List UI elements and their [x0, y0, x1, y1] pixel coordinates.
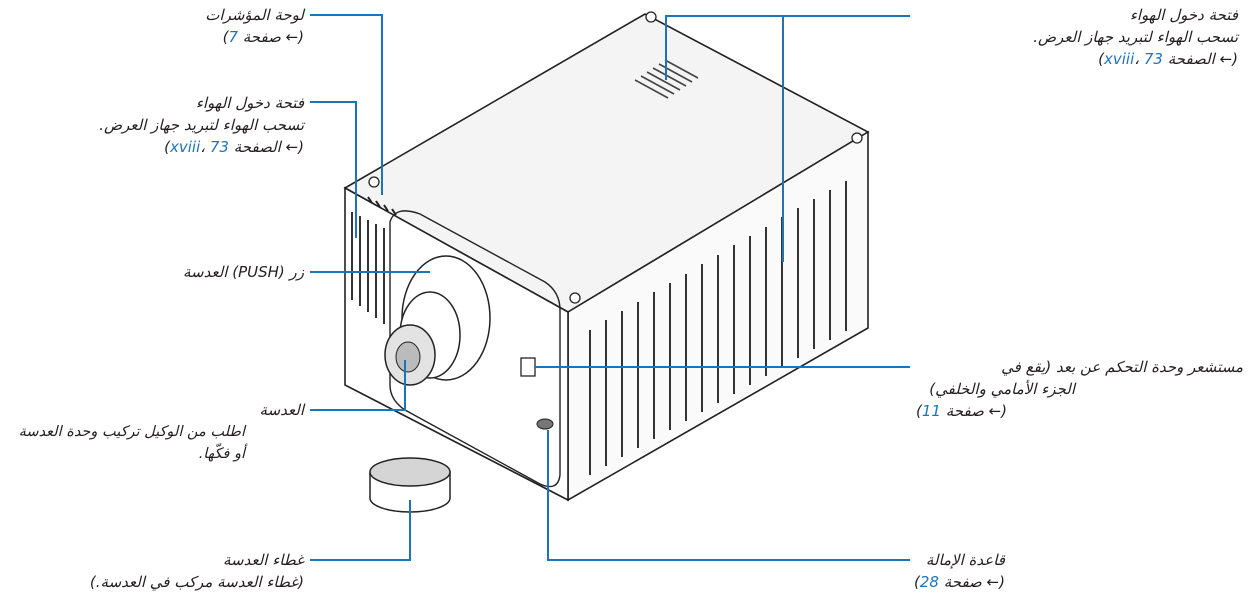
tilt-foot-page-link[interactable]: 28	[919, 573, 939, 591]
intake-top-desc: تسحب الهواء لتبريد جهاز العرض.	[1033, 28, 1238, 46]
front-vent-grille	[351, 212, 385, 324]
lens-title: العدسة	[259, 401, 304, 419]
lens-cap-title: غطاء العدسة	[223, 551, 304, 569]
intake-top-page-link-b[interactable]: 73	[1143, 50, 1163, 68]
indicator-panel-ref-prefix: (← صفحة	[237, 28, 304, 46]
intake-top-ref-sep: ،	[1134, 50, 1144, 68]
lens-cap-drawing	[369, 457, 451, 513]
lens-desc-line1: اطلب من الوكيل تركيب وحدة العدسة	[18, 424, 245, 440]
lens-cap-desc: (غطاء العدسة مركب في العدسة.)	[89, 573, 304, 591]
remote-sensor-page-link[interactable]: 11	[921, 402, 941, 420]
label-intake-top: فتحة دخول الهواء تسحب الهواء لتبريد جهاز…	[1033, 4, 1238, 70]
lens-desc-line2: أو فكّها.	[198, 446, 245, 462]
intake-top-title: فتحة دخول الهواء	[1129, 6, 1238, 24]
leader-lines	[310, 14, 910, 561]
intake-left-ref-prefix: (← الصفحة	[228, 138, 304, 156]
remote-sensor-ref-prefix: (← صفحة	[940, 402, 1007, 420]
leader-indicator-panel	[310, 14, 383, 195]
top-screws	[368, 11, 863, 304]
intake-left-ref-suffix: )	[164, 138, 171, 156]
intake-top-ref-prefix: (← الصفحة	[1162, 50, 1238, 68]
push-button-title: زر (PUSH) العدسة	[182, 263, 304, 281]
label-intake-left: فتحة دخول الهواء تسحب الهواء لتبريد جهاز…	[99, 92, 304, 158]
indicator-panel-page-link[interactable]: 7	[228, 28, 238, 46]
label-lens-desc: اطلب من الوكيل تركيب وحدة العدسة أو فكّه…	[19, 421, 245, 465]
front-bezel	[389, 210, 561, 488]
leader-lens	[310, 360, 406, 411]
tilt-foot	[536, 418, 554, 430]
indicator-panel-ref-suffix: )	[222, 28, 229, 46]
remote-sensor-ref-suffix: )	[916, 402, 922, 420]
indicator-lights	[367, 196, 397, 216]
label-indicator-panel: لوحة المؤشرات (← صفحة 7)	[205, 4, 304, 48]
label-lens-cap-desc: (غطاء العدسة مركب في العدسة.)	[90, 571, 304, 593]
lens-center	[395, 341, 421, 373]
leader-intake-top	[665, 15, 910, 80]
intake-left-desc: تسحب الهواء لتبريد جهاز العرض.	[99, 116, 304, 134]
label-remote-sensor: مستشعر وحدة التحكم عن بعد (يقع في الجزء …	[916, 356, 1243, 422]
remote-sensor-title: مستشعر وحدة التحكم عن بعد (يقع في	[1001, 358, 1243, 376]
leader-tilt	[547, 430, 910, 561]
side-vent-grille	[589, 181, 847, 475]
label-tilt-foot: قاعدة الإمالة (← صفحة 28)	[914, 549, 1005, 593]
intake-left-title: فتحة دخول الهواء	[195, 94, 304, 112]
intake-top-page-link-a[interactable]: xviii	[1104, 50, 1135, 68]
label-lens: العدسة	[260, 399, 304, 421]
top-vent-grille	[634, 59, 699, 99]
indicator-panel-title: لوحة المؤشرات	[205, 6, 304, 24]
intake-left-page-link-a[interactable]: xviii	[170, 138, 201, 156]
label-push-button: زر (PUSH) العدسة	[183, 261, 304, 283]
label-lens-cap: غطاء العدسة	[223, 549, 304, 571]
leader-lens-cap	[310, 500, 411, 561]
remote-sensor-desc: الجزء الأمامي والخلفي)	[929, 380, 1075, 398]
tilt-foot-ref-suffix: )	[914, 573, 920, 591]
intake-left-page-link-b[interactable]: 73	[209, 138, 229, 156]
tilt-foot-title: قاعدة الإمالة	[925, 551, 1005, 569]
intake-top-ref-suffix: )	[1098, 50, 1105, 68]
intake-left-ref-sep: ،	[200, 138, 210, 156]
leader-intake-left	[310, 101, 357, 238]
tilt-foot-ref-prefix: (← صفحة	[938, 573, 1005, 591]
remote-sensor	[520, 357, 536, 377]
